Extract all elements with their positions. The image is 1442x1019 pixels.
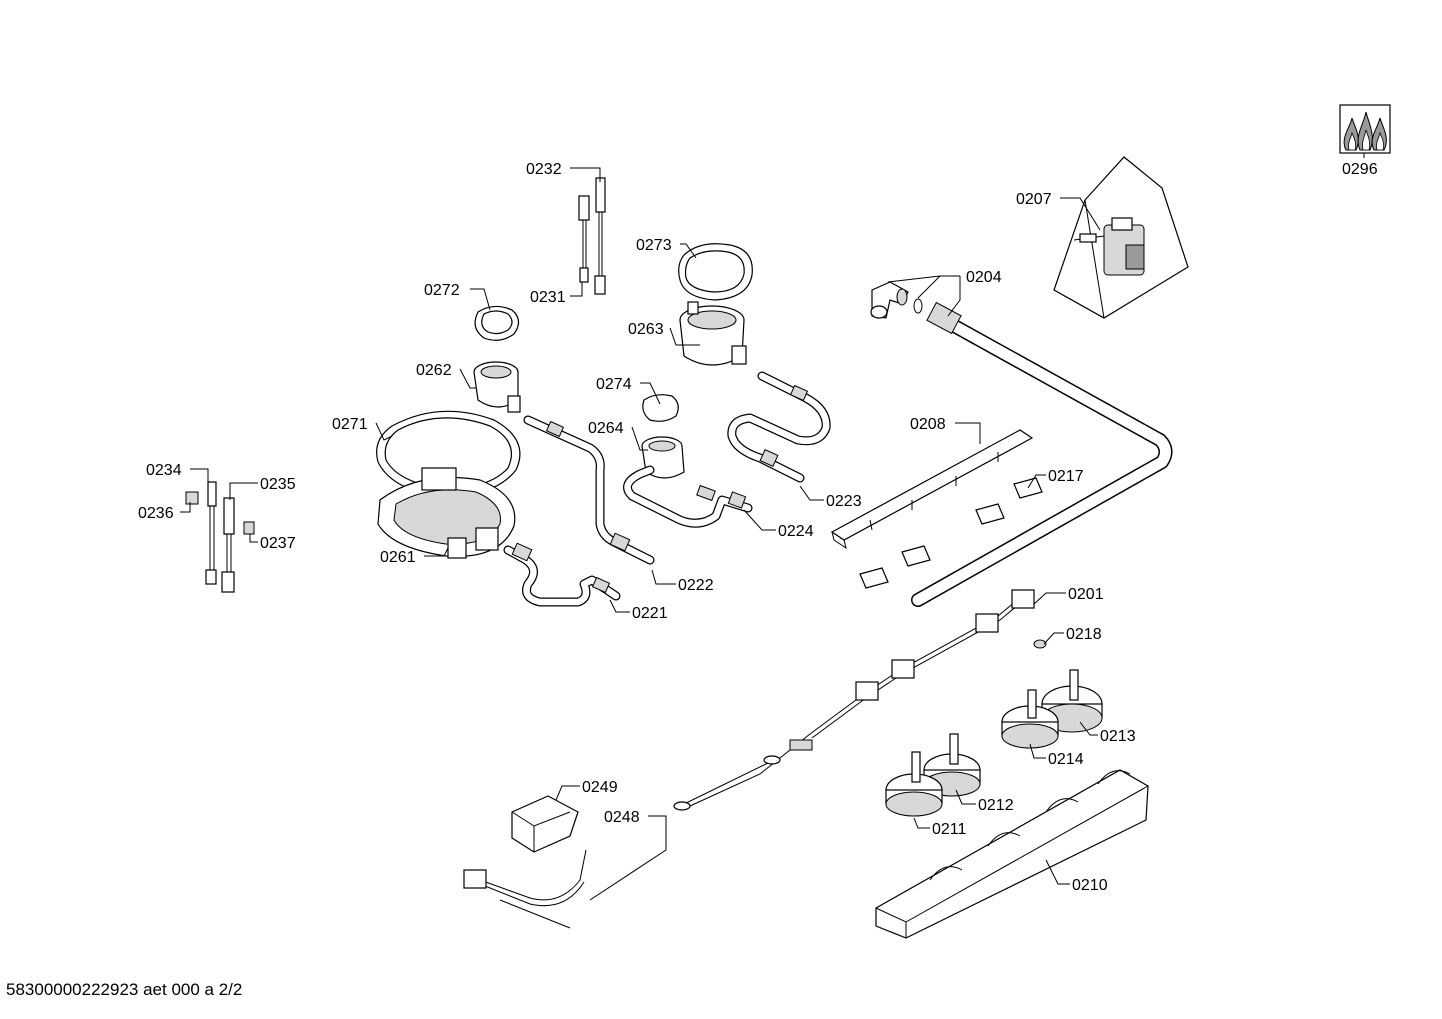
callout-0221: 0221 [632,605,668,622]
callout-0213: 0213 [1100,728,1136,745]
callout-0214: 0214 [1048,751,1084,768]
callout-0236: 0236 [138,505,174,522]
callout-0264: 0264 [588,420,624,437]
callout-0248: 0248 [604,809,640,826]
mounting-rail-0208 [830,429,1034,550]
callout-0249: 0249 [582,779,618,796]
callout-0224: 0224 [778,523,814,540]
callout-0273: 0273 [636,237,672,254]
callout-0274: 0274 [596,376,632,393]
callout-0231: 0231 [530,289,566,306]
burner-gasket-0273 [678,243,753,301]
callout-0271: 0271 [332,416,368,433]
gas-inlet-elbow [870,281,923,319]
document-id: 58300000222923 aet 000 a 2/2 [6,980,243,999]
gas-valve-0211 [885,751,943,817]
callout-0262: 0262 [416,362,452,379]
callout-0261: 0261 [380,549,416,566]
callout-0218: 0218 [1066,626,1102,643]
callout-0201: 0201 [1068,586,1104,603]
main-burner-gasket-0271 [376,410,521,497]
main-burner-body-0261 [377,467,516,559]
burner-cup-0263 [679,301,747,366]
callout-0234: 0234 [146,462,182,479]
callout-0207: 0207 [1016,191,1052,208]
gas-pipe-0224 [623,465,753,528]
callout-0208: 0208 [910,416,946,433]
injector-set-bag [1053,156,1189,319]
gas-supply-tube [911,301,1173,607]
ignition-wiring-0201 [689,589,1047,807]
gas-pipe-0221 [503,542,621,607]
callout-0272: 0272 [424,282,460,299]
gas-valve-0214 [1001,689,1059,749]
wiring-harness-0248 [463,755,781,929]
callout-0232: 0232 [526,161,562,178]
callout-0222: 0222 [678,577,714,594]
callout-0223: 0223 [826,493,862,510]
callout-0237: 0237 [260,535,296,552]
gas-pipe-0223 [727,371,831,483]
valve-holder-0210 [875,769,1149,939]
burner-gasket-0274 [642,394,679,422]
callout-labels: 0296 0207 0204 0232 0231 0273 0272 0263 … [138,161,1378,894]
gas-pipe-0222 [523,415,655,565]
rail-clips-0217 [859,477,1043,589]
callout-0212: 0212 [978,797,1014,814]
callout-0211: 0211 [932,821,967,838]
callout-0235: 0235 [260,476,296,493]
gas-valve-0212 [923,733,981,797]
gas-flame-symbol-icon [1339,104,1391,154]
callout-0263: 0263 [628,321,664,338]
leader-lines [180,153,1365,901]
thermocouple-pair-top [578,177,606,295]
burner-gasket-0272 [474,305,520,341]
callout-0210: 0210 [1072,877,1108,894]
callout-0204: 0204 [966,269,1002,286]
ignition-module-0249 [511,795,579,853]
thermocouple-pair-left [185,481,255,593]
callout-0217: 0217 [1048,468,1084,485]
burner-cup-0262 [473,361,521,413]
callout-0296: 0296 [1342,161,1378,178]
